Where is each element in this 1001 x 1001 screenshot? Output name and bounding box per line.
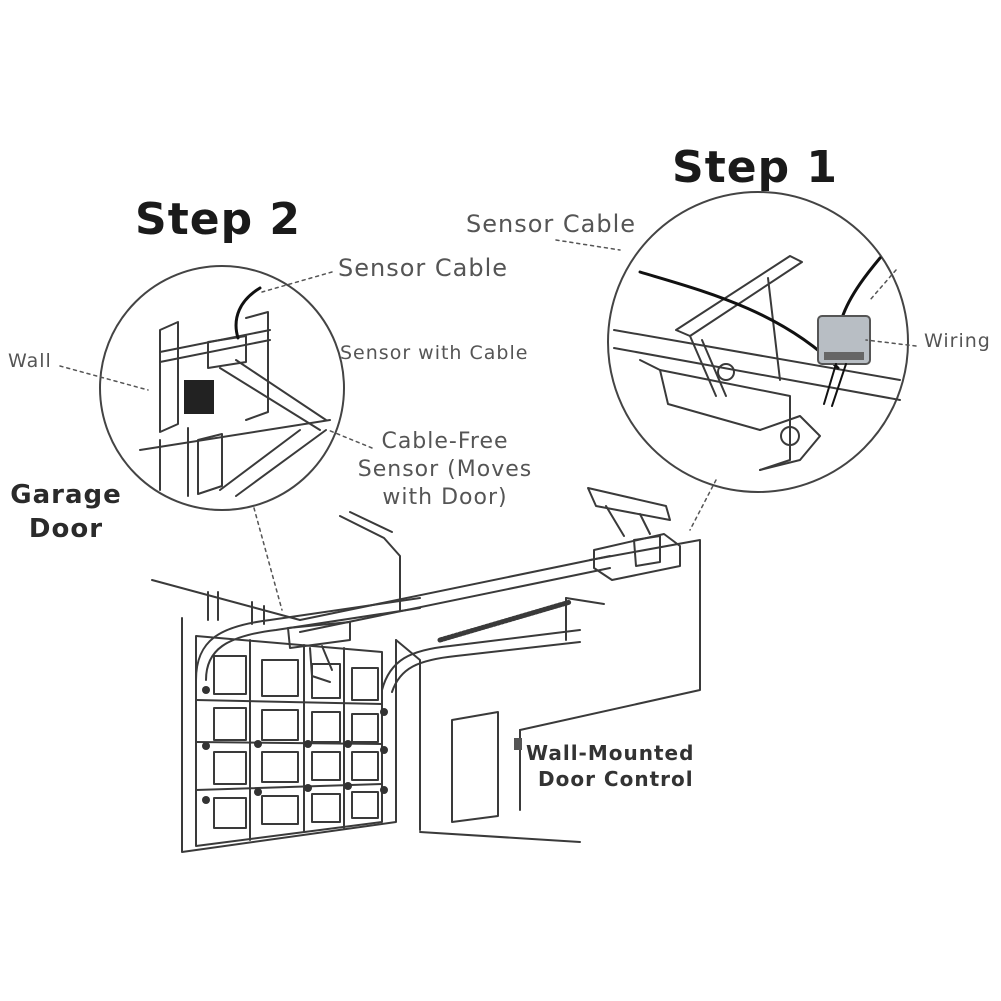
wall-mounted-control-label: Wall-Mounted Door Control: [526, 740, 694, 792]
step2-sensor-block: [184, 380, 214, 414]
opener-unit: [587, 487, 681, 581]
step2-detail-drawing: [139, 311, 331, 497]
leader-cable-free: [327, 429, 373, 449]
sensor-cable-top-label: Sensor Cable: [466, 210, 637, 238]
module-wires: [823, 363, 847, 407]
wall-control-line-1: Wall-Mounted: [526, 741, 695, 765]
header-bracket: [287, 511, 401, 683]
garage-door-panels: [195, 635, 383, 847]
step2-detail-circle: [99, 265, 345, 511]
garage-door-label: Garage Door: [4, 478, 128, 546]
wall-control-device: [514, 738, 522, 750]
step1-detail-circle: [607, 191, 909, 493]
cable-free-line-1: Cable-Free: [381, 429, 509, 454]
cable-free-line-3: with Door): [382, 485, 508, 510]
step1-sensor-cable: [638, 270, 840, 370]
leader-step1-opener: [689, 479, 717, 531]
wiring-label: Wiring: [924, 330, 991, 352]
step1-detail-drawing: [613, 255, 901, 471]
step-2-heading: Step 2: [135, 194, 301, 245]
wall-label: Wall: [8, 350, 52, 372]
leader-wall: [59, 365, 149, 391]
leader-sensor-cable-left: [261, 271, 333, 293]
step-1-heading: Step 1: [672, 142, 838, 193]
sensor-with-cable-label: Sensor with Cable: [340, 342, 529, 364]
garage-door-line-2: Door: [28, 514, 104, 544]
leader-step1-top: [869, 269, 897, 301]
door-hinges: [202, 686, 388, 804]
tracks-and-rail: [195, 555, 611, 693]
cable-free-line-2: Sensor (Moves: [357, 457, 533, 482]
step2-sensor-cable: [234, 286, 262, 340]
cable-free-sensor-label: Cable-Free Sensor (Moves with Door): [340, 428, 550, 512]
leader-sensor-cable-top: [555, 239, 621, 251]
garage-door-line-1: Garage: [10, 480, 122, 510]
sensor-cable-left-label: Sensor Cable: [338, 254, 509, 282]
step1-module-cable: [840, 256, 882, 320]
garage-structure: [151, 539, 701, 853]
wall-control-line-2: Door Control: [538, 767, 694, 791]
leader-garage-door: [253, 507, 283, 611]
leader-wiring: [865, 339, 917, 347]
